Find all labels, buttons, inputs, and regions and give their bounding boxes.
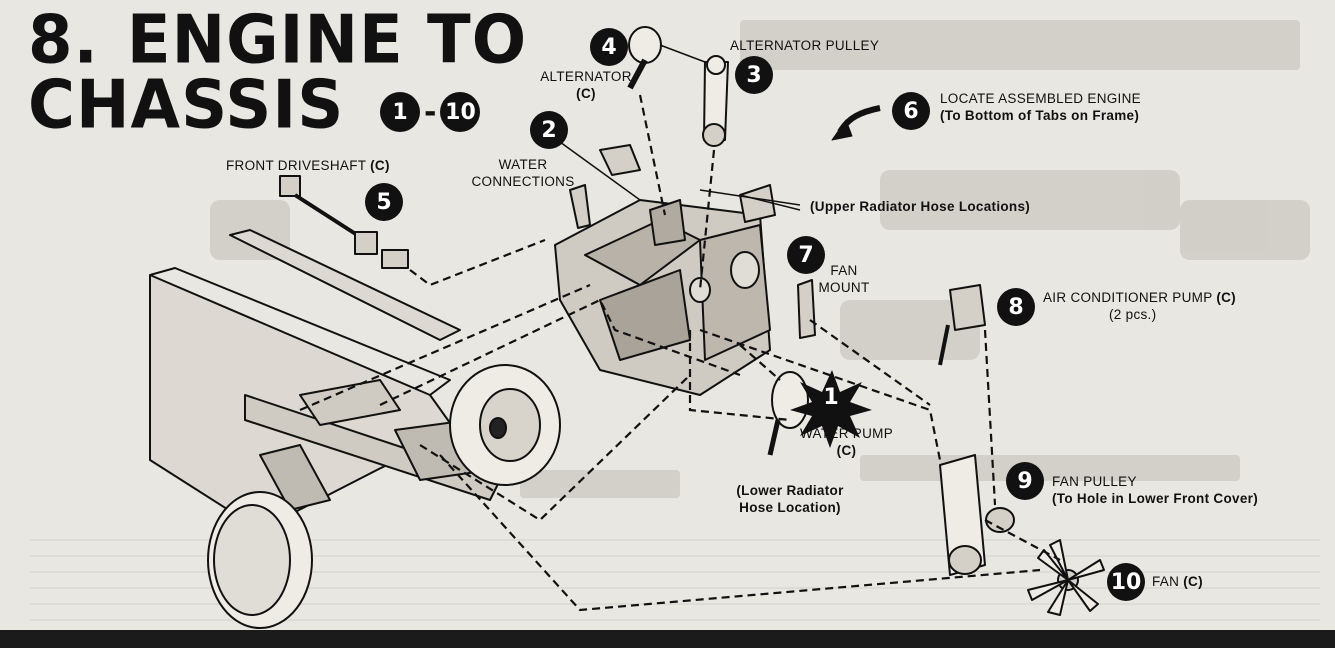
step-2-label: WATER CONNECTIONS — [468, 156, 578, 190]
step-4-label: ALTERNATOR (C) — [540, 68, 632, 102]
step-1-badge: 1 — [823, 384, 839, 410]
lower-radiator-line-2: Hose Location) — [739, 500, 841, 515]
fan-label: FAN — [1152, 574, 1180, 589]
ac-pump-part-code: (C) — [1216, 290, 1236, 305]
step-7-label: FAN MOUNT — [814, 262, 874, 296]
upper-radiator-note: (Upper Radiator Hose Locations) — [810, 199, 1031, 214]
front-driveshaft-label: FRONT DRIVESHAFT — [226, 158, 367, 173]
water-pump-part-code: (C) — [836, 443, 857, 458]
step-10-badge: 10 — [1107, 563, 1145, 601]
alternator-part-code: (C) — [576, 86, 596, 101]
water-connections-line-2: CONNECTIONS — [471, 174, 575, 189]
lower-radiator-line-1: (Lower Radiator — [736, 483, 844, 498]
ac-pump-label: AIR CONDITIONER PUMP — [1043, 290, 1213, 305]
front-wheel-left — [207, 491, 313, 629]
front-wheel-right — [449, 364, 561, 486]
step-1-label: WATER PUMP (C) — [800, 425, 893, 459]
step-4-badge: 4 — [590, 28, 628, 66]
section-title: 8.ENGINE TO CHASSIS — [28, 7, 527, 145]
title-line-2: CHASSIS — [28, 66, 345, 145]
range-dash: - — [424, 94, 437, 130]
fan-mount-part — [797, 279, 816, 339]
title-line-1: ENGINE TO — [126, 1, 528, 80]
fan-pulley-note: (To Hole in Lower Front Cover) — [1052, 491, 1258, 506]
step-8-label: AIR CONDITIONER PUMP (C) (2 pcs.) — [1043, 289, 1236, 323]
step-5-label: FRONT DRIVESHAFT (C) — [226, 157, 390, 174]
range-start-badge: 1 — [380, 92, 420, 132]
step-6-label: LOCATE ASSEMBLED ENGINE (To Bottom of Ta… — [940, 90, 1141, 124]
step-9-badge: 9 — [1006, 462, 1044, 500]
step-5-badge: 5 — [365, 183, 403, 221]
section-number: 8. — [28, 1, 99, 80]
alternator-pulley-label: ALTERNATOR PULLEY — [730, 38, 880, 53]
engine-block — [554, 144, 776, 396]
water-connections-line-1: WATER — [498, 157, 548, 172]
callout-leaders — [559, 44, 801, 211]
fan-mount-line-1: FAN — [830, 263, 858, 278]
locate-engine-note: (To Bottom of Tabs on Frame) — [940, 108, 1140, 123]
lower-radiator-note: (Lower Radiator Hose Location) — [730, 482, 850, 516]
step-1-starburst — [790, 370, 872, 448]
step-3-badge: 3 — [735, 56, 773, 94]
alternator-part — [627, 26, 662, 90]
range-end-badge: 10 — [440, 92, 481, 132]
step-7-badge: 7 — [787, 236, 825, 274]
step-range: 1 - 10 — [380, 92, 481, 132]
step-8-badge: 8 — [997, 288, 1035, 326]
alternator-belt — [702, 55, 729, 147]
front-driveshaft-part-code: (C) — [370, 158, 390, 173]
fan-mount-line-2: MOUNT — [818, 280, 870, 295]
step-9-label: FAN PULLEY (To Hole in Lower Front Cover… — [1052, 473, 1258, 507]
alternator-label: ALTERNATOR — [540, 69, 632, 84]
step-2-badge: 2 — [530, 111, 568, 149]
front-driveshaft — [279, 175, 409, 269]
ac-pump-part — [938, 284, 986, 366]
ac-pump-qty: (2 pcs.) — [1109, 307, 1157, 322]
fan-pulley-part — [939, 454, 1015, 576]
water-pump-part — [767, 371, 809, 456]
assembly-dashed-lines — [299, 94, 1061, 612]
step-10-label: FAN (C) — [1152, 573, 1203, 590]
chassis-frame — [149, 229, 501, 531]
water-pump-label: WATER PUMP — [800, 426, 893, 441]
fan-part — [1027, 539, 1105, 616]
locate-engine-label: LOCATE ASSEMBLED ENGINE — [940, 91, 1141, 106]
fan-part-code: (C) — [1183, 574, 1203, 589]
bottom-border-bar — [0, 630, 1335, 648]
fan-pulley-label: FAN PULLEY — [1052, 474, 1137, 489]
step-6-badge: 6 — [892, 92, 930, 130]
